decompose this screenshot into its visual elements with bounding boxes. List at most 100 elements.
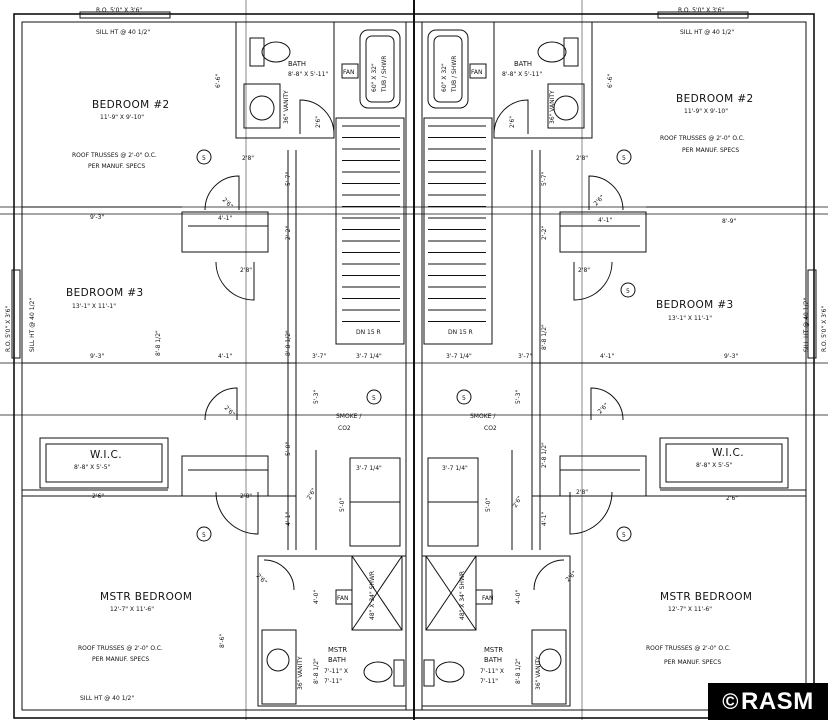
dim-2-6-wic-right: 2'6" (726, 495, 738, 502)
window-tag-circle-6 (456, 389, 472, 405)
wic-name-left: W.I.C. (90, 449, 122, 461)
dim-2-6-laundry-door-right: 2'6" (512, 495, 524, 509)
trusses-line1-left: ROOF TRUSSES @ 2'-0" O.C. (72, 152, 157, 159)
toilet-bowl-left (261, 41, 291, 63)
vanity-left (243, 83, 281, 129)
door-swing-master-left (215, 491, 259, 535)
mbath-toilet-right (435, 661, 465, 683)
window-top-right (657, 11, 749, 19)
sink-right (553, 95, 579, 121)
mbath-dims1-right: 7'-11" X (480, 668, 504, 675)
window-tag-3: 5 (202, 532, 206, 539)
door-swing-bed3-right (573, 261, 613, 301)
vanity-label-right: 36" VANITY (549, 90, 556, 124)
master-dims-right: 12'-7" X 11'-6" (668, 606, 712, 613)
bedroom2-name-left: BEDROOM #2 (92, 99, 170, 111)
rasm-watermark: © RASM (708, 683, 828, 720)
fan-label-left: FAN (343, 69, 355, 76)
dim-2-8-mid-left: 2'8" (240, 267, 252, 274)
fan-box-right (469, 63, 487, 79)
window-side-line1-right: R.O. 5'0" X 3'6" (821, 306, 828, 352)
door-swing-upper-left (204, 175, 240, 211)
stairs-label-right: DN 15 R (448, 329, 473, 336)
mbath-name-right: MSTR (484, 646, 503, 654)
mbath-name2-left: BATH (328, 656, 346, 664)
window-side-line2-left: SILL HT @ 40 1/2" (29, 298, 36, 352)
toilet-bowl-right (537, 41, 567, 63)
stair-treads-right (428, 125, 486, 322)
window-top-line1-right: R.O. 5'0" X 3'6" (678, 7, 724, 14)
window-top-line1-left: R.O. 5'0" X 3'6" (96, 7, 142, 14)
dim-2-2-left: 2'-2" (285, 226, 292, 240)
dim-5-0-laundry-right: 5'-0" (485, 498, 492, 512)
dim-2-6-wic-door-right: 2'6" (596, 402, 610, 416)
dim-8-8-half-mbath-right: 8'-8 1/2" (515, 658, 522, 684)
bath-name-right: BATH (514, 60, 532, 68)
dim-2-8-half-right: 2'-8 1/2" (541, 442, 548, 468)
dryer-left (349, 501, 401, 547)
stair-enclosure-right (423, 117, 493, 345)
door-swing-upper-right (588, 175, 624, 211)
mbath-fan-label-right: FAN (482, 595, 494, 602)
dim-6-6-right: 6'-6" (607, 74, 614, 88)
trusses-line1-right: ROOF TRUSSES @ 2'-0" O.C. (660, 135, 745, 142)
tub-inner-right (433, 35, 463, 103)
bedroom3-dims-right: 13'-1" X 11'-1" (668, 315, 712, 322)
bedroom2-dims-left: 11'-9" X 9'-10" (100, 114, 144, 121)
dim-4-1-mid-right: 4'-1" (600, 353, 614, 360)
dim-3-7-quarter-stair-right: 3'-7 1/4" (446, 353, 472, 360)
shower-x2-right (425, 555, 477, 631)
mbath-door-swing-left (263, 559, 295, 591)
dryer-right (427, 501, 479, 547)
toilet-right (563, 37, 579, 67)
dim-8-9-right: 8'-9" (722, 218, 736, 225)
mbath-dims2-left: 7'-11" (324, 678, 342, 685)
mbath-vanity-label-left: 36" VANITY (297, 656, 304, 690)
closet-upper-left (181, 211, 269, 253)
mbath-vanity-left (261, 629, 297, 705)
dim-4-1-lower-right: 4'-1" (541, 512, 548, 526)
window-tag-circle-7 (620, 282, 636, 298)
dim-2-8-top-right: 2'8" (576, 155, 588, 162)
dim-3-7-quarter-stair-left: 3'-7 1/4" (356, 353, 382, 360)
dim-5-3-left: 5'-3" (313, 390, 320, 404)
mbath-fan-left (335, 589, 353, 605)
window-top-line2-right: SILL HT @ 40 1/2" (680, 29, 734, 36)
window-top-line2-left: SILL HT @ 40 1/2" (96, 29, 150, 36)
shower-label-left: 48" X 34" SHWR (369, 571, 376, 620)
dim-9-3-upper-left: 9'-3" (90, 214, 104, 221)
wic-shelf-right (665, 443, 783, 483)
window-side-line1-left: R.O. 5'0" X 3'6" (5, 306, 12, 352)
bedroom2-dims-right: 11'-9" X 9'-10" (684, 108, 728, 115)
door-swing-master-right (569, 491, 613, 535)
dim-4-0-right: 4'-0" (515, 590, 522, 604)
mbath-dims1-left: 7'-11" X (324, 668, 348, 675)
bedroom2-name-right: BEDROOM #2 (676, 93, 754, 105)
dim-2-6-mbath-door-right: 2'6" (564, 570, 578, 584)
master-name-left: MSTR BEDROOM (100, 591, 192, 603)
fan-box-left (341, 63, 359, 79)
dim-3-7-left: 3'-7" (312, 353, 326, 360)
window-side-left (11, 269, 21, 359)
dim-5-7-right: 5'-7" (541, 172, 548, 186)
dim-5-0-laundry-left: 5'-0" (339, 498, 346, 512)
shower-label-right: 48" X 34" SHWR (459, 571, 466, 620)
closet-lower-right (559, 455, 647, 497)
smoke-line2-right: CO2 (484, 425, 497, 432)
dim-2-2-right: 2'-2" (541, 226, 548, 240)
mbath-name2-right: BATH (484, 656, 502, 664)
trusses-line2-left: PER MANUF. SPECS (88, 163, 145, 170)
tub-type-left: TUB / SHWR (381, 56, 388, 93)
dim-4-1-upper-left: 4'-1" (218, 215, 232, 222)
closet-upper-right (559, 211, 647, 253)
bath-dims-right: 8'-8" X 5'-11" (502, 71, 542, 78)
mbath-sink-right (538, 648, 562, 672)
tub-inner-left (365, 35, 395, 103)
dim-4-1-upper-right: 4'-1" (598, 217, 612, 224)
mbath-vanity-label-right: 36" VANITY (535, 656, 542, 690)
mbath-name-left: MSTR (328, 646, 347, 654)
dim-2-6-closet-right: 2'6" (592, 194, 606, 208)
watermark-brand: RASM (741, 687, 814, 715)
dim-2-6-wic-left: 2'6" (92, 493, 104, 500)
